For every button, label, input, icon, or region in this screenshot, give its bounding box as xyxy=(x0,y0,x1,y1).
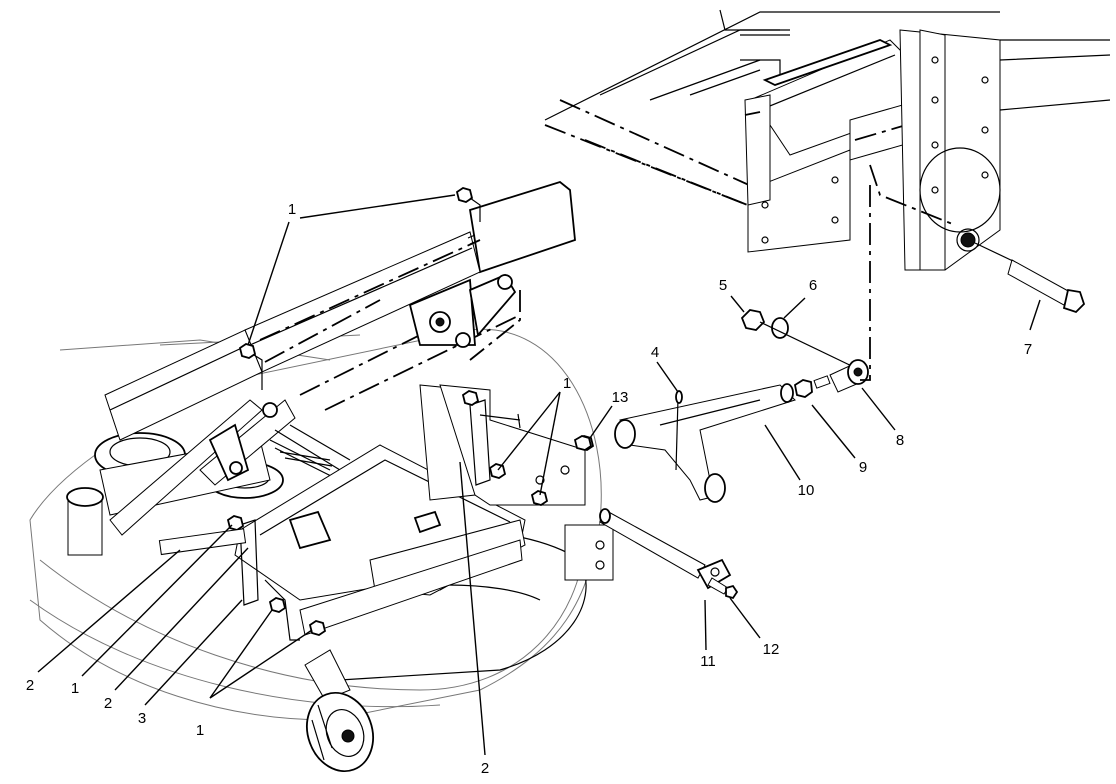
callout-13: 13 xyxy=(612,389,629,406)
callout-5: 5 xyxy=(719,277,727,294)
callout-1-left: 1 xyxy=(71,680,79,697)
callout-4: 4 xyxy=(651,344,659,361)
callout-9: 9 xyxy=(859,459,867,476)
caster-wheel xyxy=(304,649,374,773)
callout-1-top: 1 xyxy=(288,201,296,218)
callout-10: 10 xyxy=(798,482,815,499)
lift-frame-left xyxy=(104,180,576,536)
callout-6: 6 xyxy=(809,277,817,294)
linkage-parts xyxy=(573,185,1086,600)
callout-2-left-second: 2 xyxy=(104,695,112,712)
callout-3: 3 xyxy=(138,710,146,727)
callout-2-left: 2 xyxy=(26,677,34,694)
callout-1-bottom: 1 xyxy=(196,722,204,739)
callout-7: 7 xyxy=(1024,341,1032,358)
callout-11: 11 xyxy=(700,653,716,670)
callout-12: 12 xyxy=(763,641,780,658)
tractor-frame xyxy=(544,9,1111,271)
callout-1-mid: 1 xyxy=(563,375,571,392)
callout-labels: 1 1 13 4 5 6 7 8 9 10 11 12 2 1 2 3 1 2 xyxy=(26,201,1032,777)
callout-2-bottom: 2 xyxy=(481,760,489,777)
deck-hanger-bracket xyxy=(158,384,614,641)
leader-lines xyxy=(37,194,1041,756)
callout-8: 8 xyxy=(896,432,904,449)
